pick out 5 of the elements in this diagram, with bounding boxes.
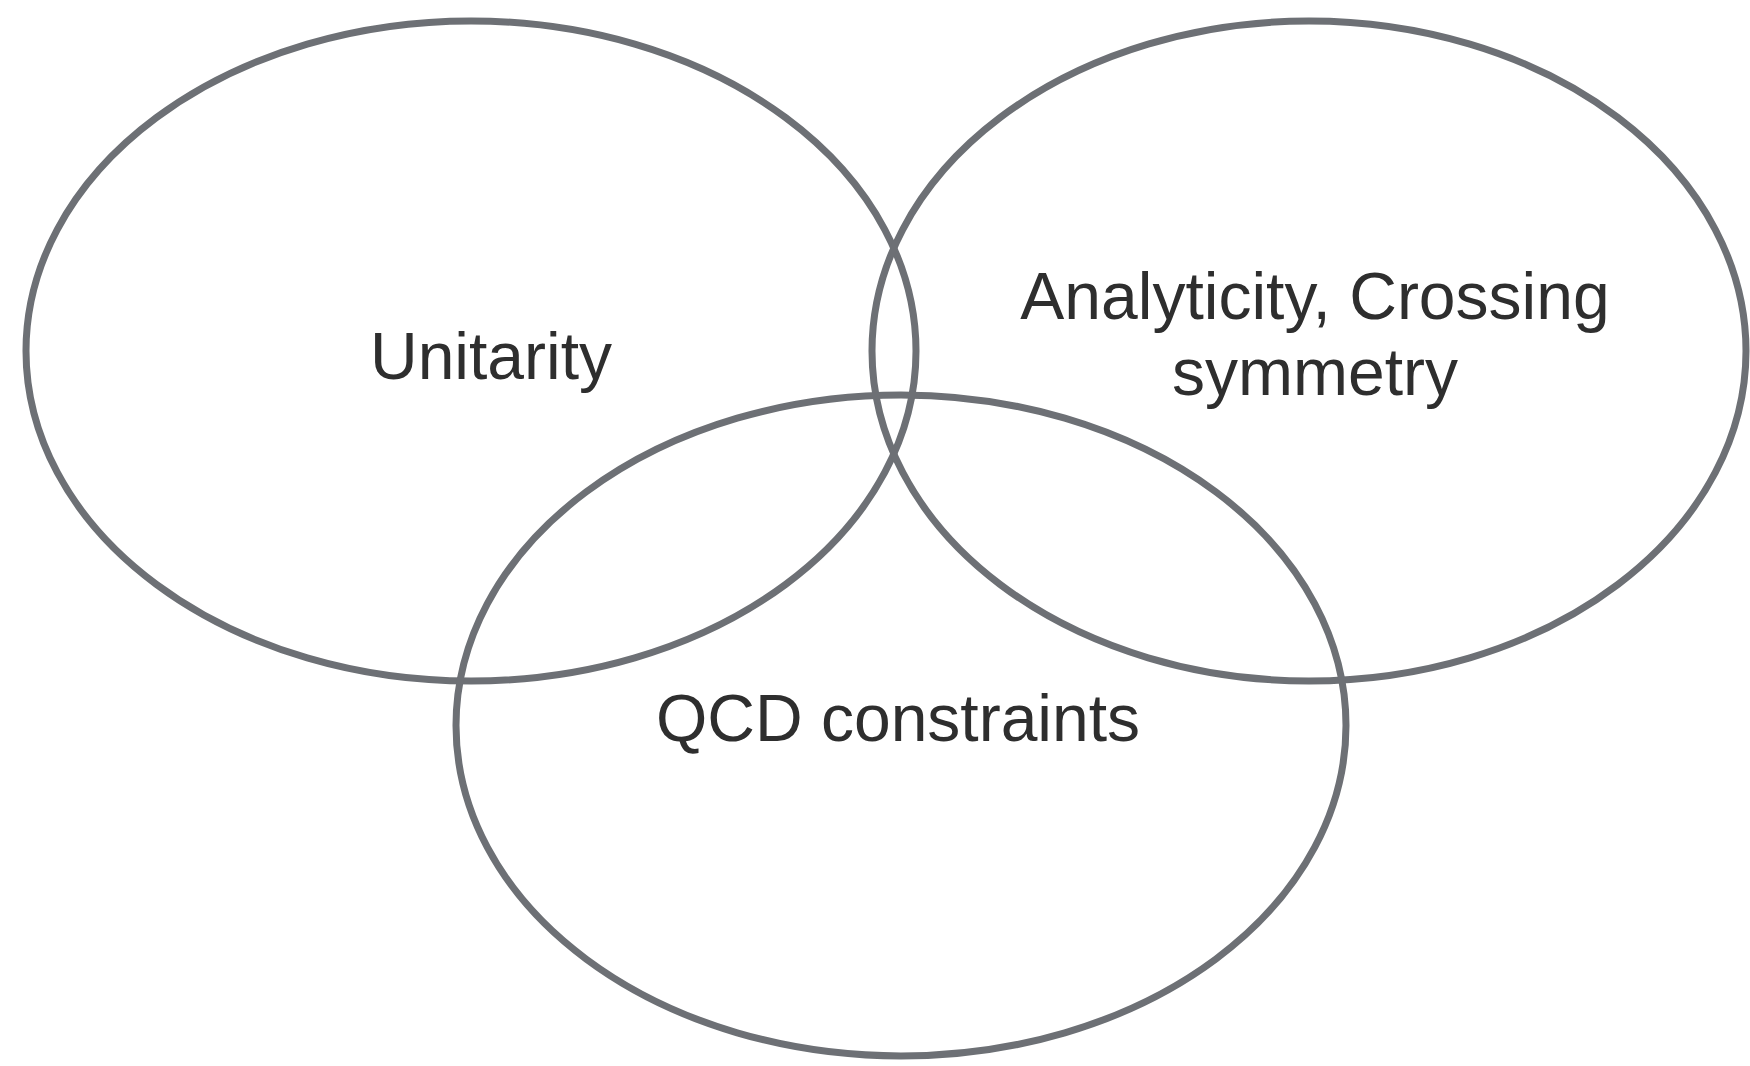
region-label: Analyticity, Crossing symmetry (1019, 259, 1611, 411)
venn-ellipse (22, 17, 920, 685)
region-label: Unitarity (368, 319, 614, 395)
region-label: QCD constraints (654, 681, 1142, 757)
venn-ellipse (868, 17, 1750, 685)
